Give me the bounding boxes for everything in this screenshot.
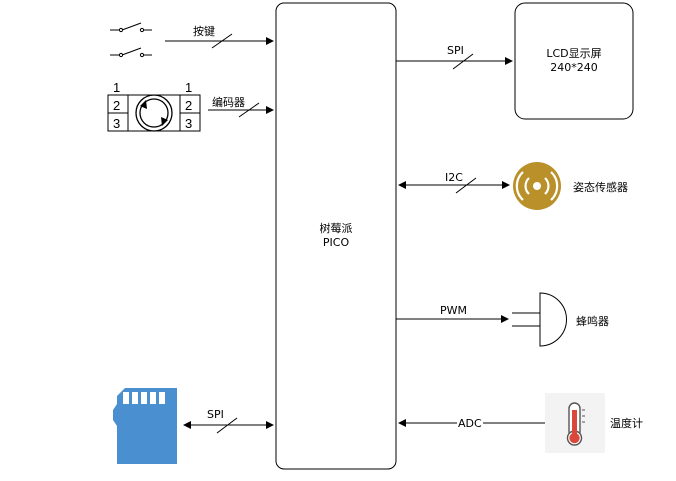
encoder-pin-left-2: 2 (113, 98, 120, 113)
encoder-pin-left-1: 1 (113, 80, 120, 95)
sd-card-icon (113, 388, 177, 464)
link-lcd-label: SPI (447, 44, 464, 57)
sensor-label: 姿态传感器 (573, 181, 628, 194)
link-thermo: ADC (398, 416, 545, 430)
encoder-icon: 1 2 3 1 2 3 (107, 80, 201, 132)
switch-icon (110, 22, 152, 58)
link-sd: SPI (183, 408, 274, 434)
thermometer-label: 温度计 (610, 416, 643, 430)
encoder-pin-right-3: 3 (185, 116, 192, 131)
lcd-label-2: 240*240 (550, 61, 598, 74)
link-buzzer-label: PWM (440, 304, 467, 317)
encoder-pin-left-3: 3 (113, 116, 120, 131)
pico-label-2: PICO (323, 236, 350, 249)
link-keys-label: 按键 (193, 24, 215, 38)
buzzer-icon (512, 292, 567, 347)
link-lcd: SPI (396, 44, 513, 70)
lcd-label-1: LCD显示屏 (546, 47, 601, 60)
encoder-pin-right-2: 2 (185, 98, 192, 113)
sensor-icon (513, 162, 561, 210)
lcd-block: LCD显示屏 240*240 (514, 2, 634, 120)
link-encoder: 编码器 (208, 95, 274, 118)
link-sensor: I2C (398, 171, 510, 194)
link-buzzer: PWM (396, 304, 509, 323)
link-sensor-label: I2C (445, 171, 463, 184)
pico-label-1: 树莓派 (320, 221, 353, 235)
encoder-pin-right-1: 1 (185, 80, 192, 95)
link-thermo-label: ADC (458, 417, 482, 430)
link-sd-label: SPI (207, 408, 224, 421)
link-keys: 按键 (165, 24, 274, 49)
pico-block: 树莓派 PICO (275, 2, 397, 470)
link-encoder-label: 编码器 (212, 95, 245, 109)
buzzer-label: 蜂鸣器 (576, 314, 609, 328)
thermometer-icon (545, 393, 605, 453)
